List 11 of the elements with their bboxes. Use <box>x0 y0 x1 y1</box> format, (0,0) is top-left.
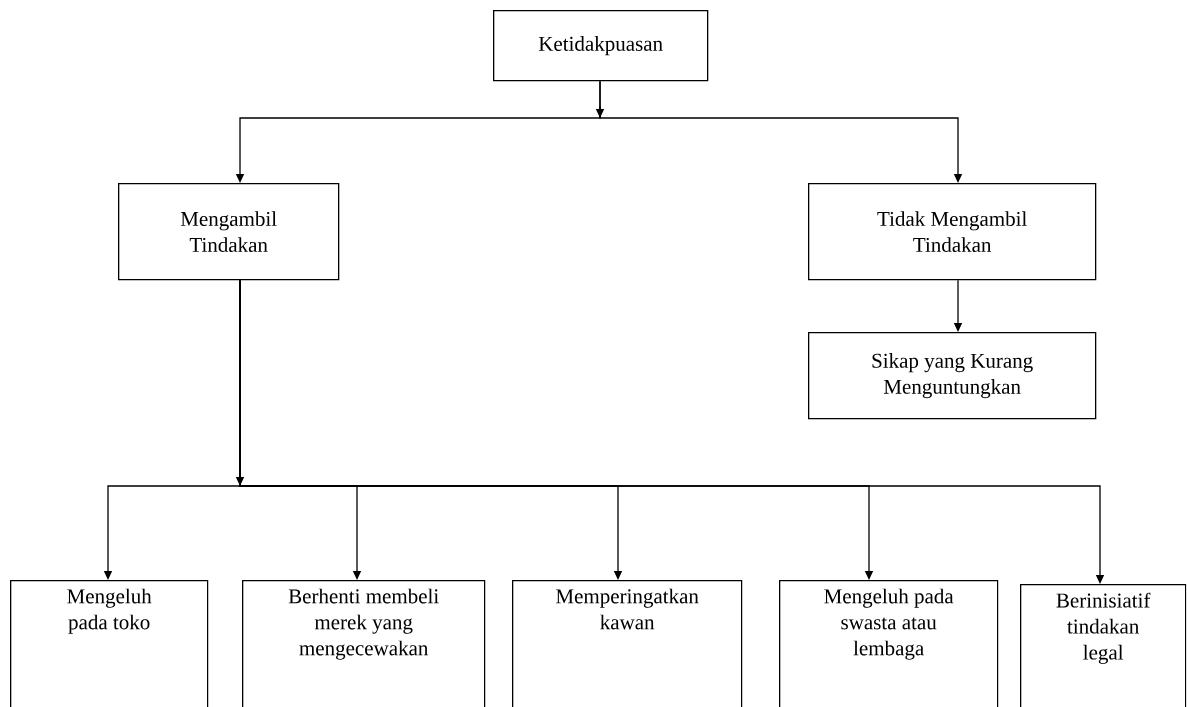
arrow <box>599 80 963 183</box>
process-box: Mengeluh pada toko <box>10 580 209 707</box>
process-box: Sikap yang Kurang Menguntungkan <box>808 332 1097 420</box>
process-box: Berhenti membeli merek yang mengecewakan <box>242 580 486 707</box>
arrow <box>239 279 1105 584</box>
process-box: Mengeluh pada swasta atau lembaga <box>779 580 999 707</box>
process-box: Mengambil Tindakan <box>118 183 340 281</box>
process-box: Memperingatkan kawan <box>512 580 743 707</box>
process-box: Tidak Mengambil Tindakan <box>808 183 1097 281</box>
process-box: Ketidakpuasan <box>493 10 709 82</box>
process-box: Berinisiatif tindakan legal <box>1020 584 1187 707</box>
